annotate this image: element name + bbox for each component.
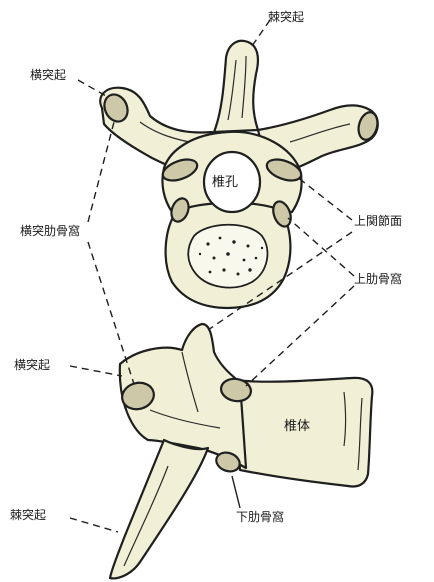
label-transverse-costal-fovea: 横突肋骨窩 [20, 224, 80, 238]
vertebra-superior-view [100, 41, 380, 308]
label-transverse-process-top: 横突起 [30, 68, 66, 82]
spinous-process-side [110, 440, 208, 578]
label-transverse-process-side: 横突起 [14, 358, 50, 372]
label-spinous-process-top: 棘突起 [268, 10, 304, 24]
label-superior-costal-fovea: 上肋骨窩 [354, 272, 402, 286]
label-inferior-costal-fovea: 下肋骨窩 [236, 510, 284, 524]
label-vertebral-body: 椎体 [284, 420, 310, 434]
label-superior-articular-surface: 上関節面 [354, 214, 402, 228]
vertebra-lateral-view [110, 324, 372, 578]
label-vertebral-foramen: 椎孔 [212, 176, 238, 190]
cancellous-bone [188, 225, 267, 288]
spinous-process-top [214, 41, 258, 132]
label-spinous-process-side: 棘突起 [10, 508, 46, 522]
